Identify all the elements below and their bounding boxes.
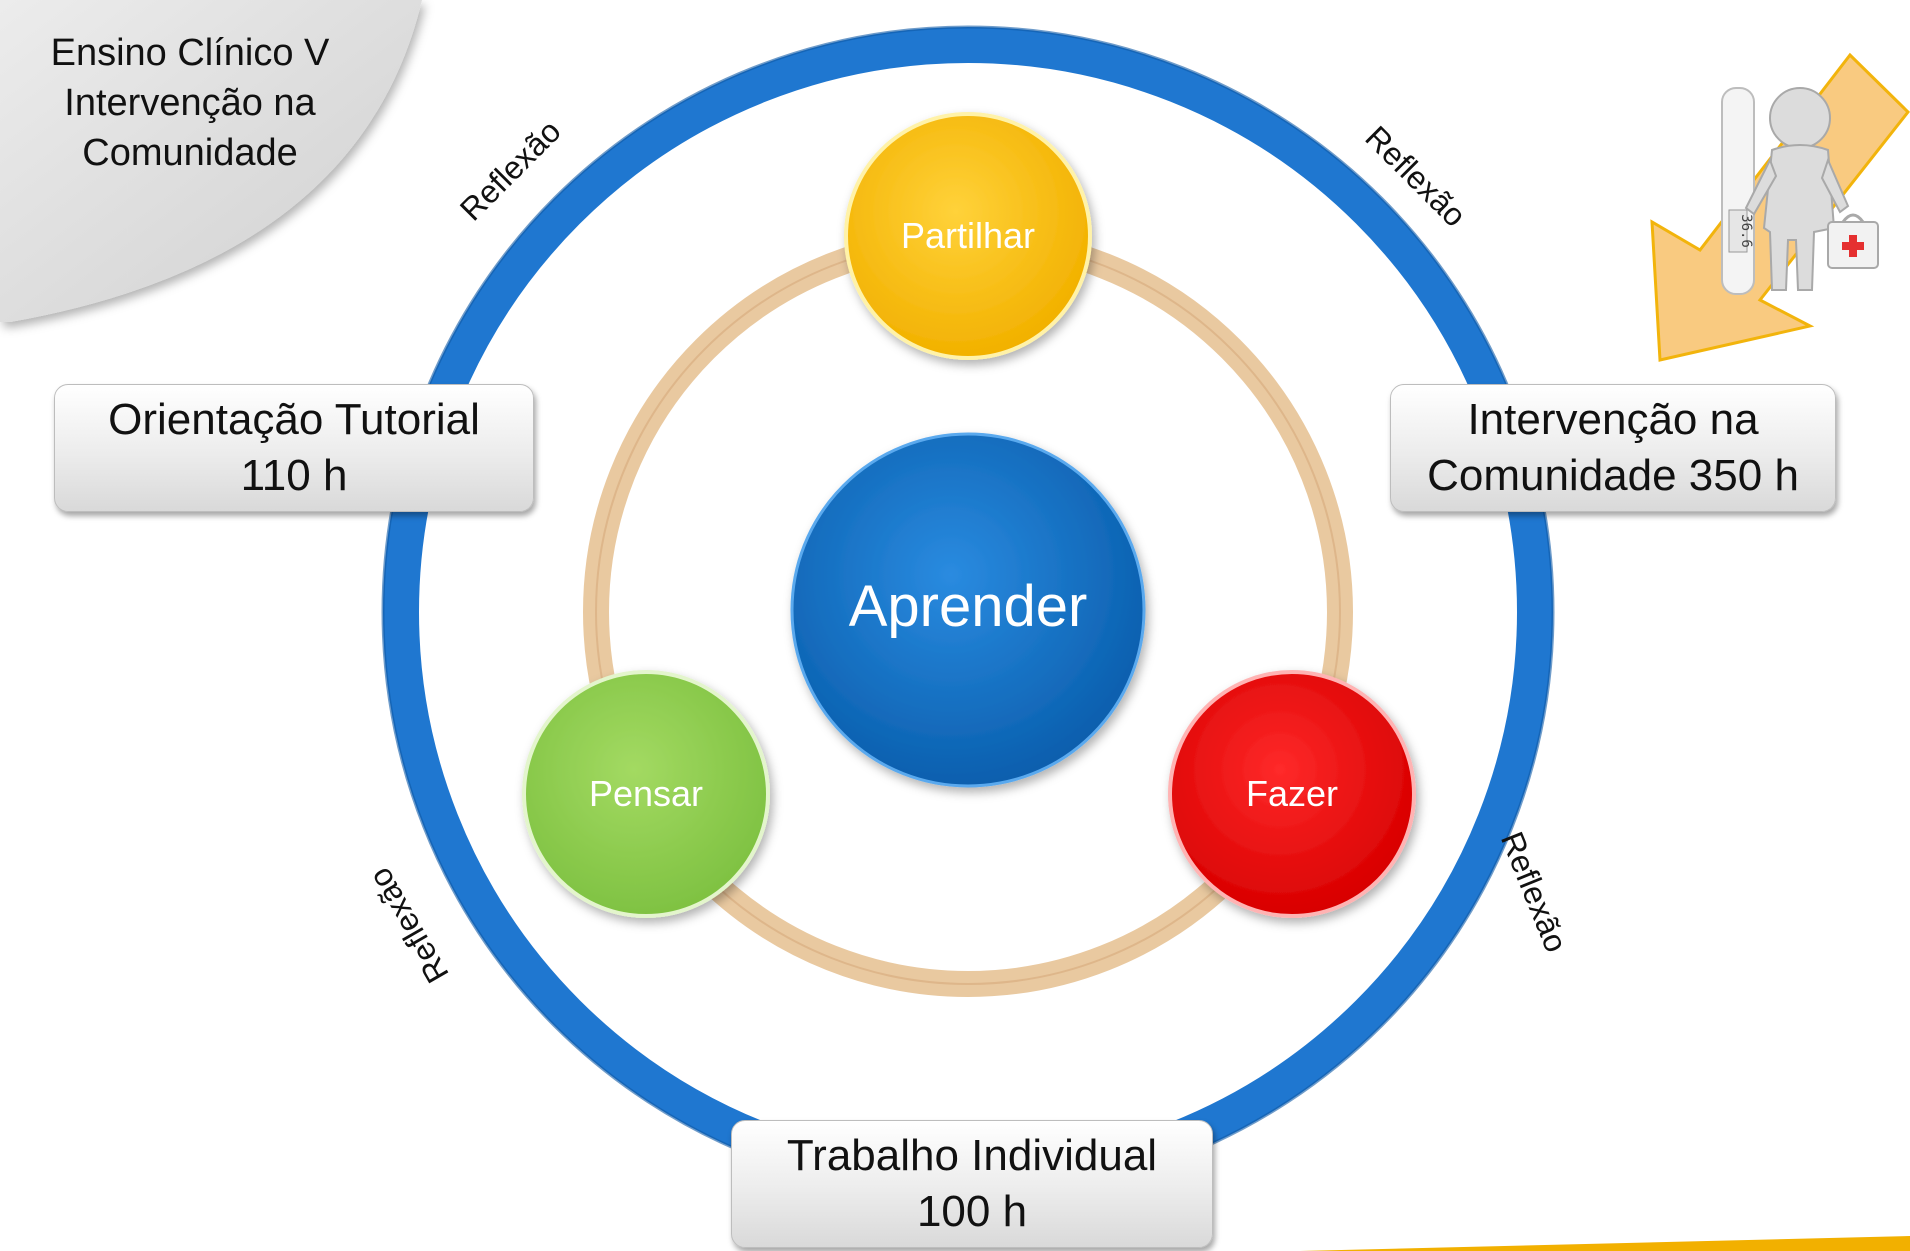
course-title-line-1: Ensino Clínico V [50,32,330,74]
orientacao-line-1: Orientação Tutorial [108,395,480,444]
thermometer-icon: 36.6 [1721,87,1755,295]
node-partilhar-label: Partilhar [901,215,1035,256]
node-pensar-label: Pensar [589,773,703,814]
intervencao-line-1: Intervenção na [1467,395,1759,444]
center-label: Aprender [849,574,1088,639]
medical-kit-icon [1827,213,1879,269]
course-title: Ensino Clínico V Intervenção na Comunida… [30,28,350,178]
trabalho-line-1: Trabalho Individual [786,1131,1158,1180]
corner-tab [0,0,422,322]
reflexao-bottom-right: Reflexão [1494,827,1575,958]
person-figure-icon [1744,87,1850,291]
trabalho-individual-box: Trabalho Individual 100 h [731,1120,1213,1248]
accent-line [1300,1236,1910,1251]
orientacao-line-2: 110 h [240,451,348,500]
center-node [790,432,1146,788]
intervencao-comunidade-box: Intervenção na Comunidade 350 h [1390,384,1836,512]
nurse-figure-illustration: 36.6 [1650,52,1910,362]
course-title-line-2: Intervenção na [64,82,316,124]
intervencao-line-2: Comunidade 350 h [1427,451,1799,500]
orientacao-tutorial-box: Orientação Tutorial 110 h [54,384,534,512]
trabalho-line-2: 100 h [916,1187,1028,1236]
thermometer-reading: 36.6 [1738,214,1754,248]
reflexao-bottom-left: Reflexão [361,862,455,989]
node-fazer-label: Fazer [1246,773,1338,814]
node-pensar [522,670,770,918]
course-title-line-3: Comunidade [82,132,298,174]
node-fazer [1168,670,1416,918]
node-partilhar [844,112,1092,360]
